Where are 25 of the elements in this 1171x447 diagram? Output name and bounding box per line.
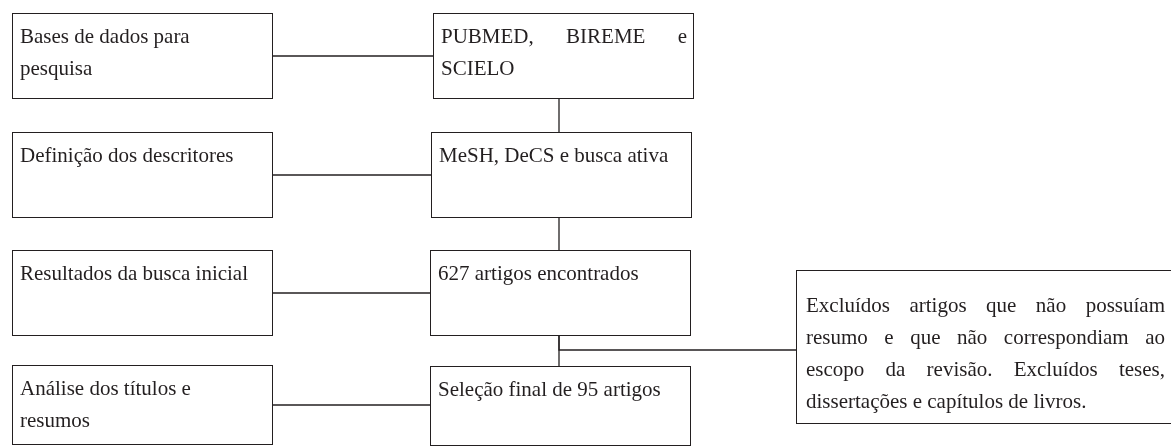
process-box [433,13,694,99]
process-box [430,366,691,446]
box-text: Definição dos descritores [20,142,235,169]
connector-line [558,98,560,133]
process-box [12,365,273,445]
connector-line [272,55,434,57]
process-box [796,270,1171,424]
connector-line [272,174,432,176]
connector-line [272,404,431,406]
box-text: Análise dos títulos e resumos [20,375,192,434]
connector-line [558,217,560,251]
box-text: PUBMED, BIREME e SCIELO [441,23,687,82]
process-box [430,250,691,336]
process-box [12,250,273,336]
connector-line [558,335,797,351]
box-text: 627 artigos encontrados [438,260,640,287]
box-text: Bases de dados para pesquisa [20,23,191,82]
process-box [12,13,273,99]
box-text: Seleção final de 95 artigos [438,376,662,403]
connector-line [272,292,431,294]
box-text: MeSH, DeCS e busca ativa [439,142,670,169]
box-text: Excluídos artigos que não possuíam resumo e que não correspondiam ao escopo da revisão. Excluídos teses, dissertações e capítulos de livros. [806,292,1165,415]
process-box [12,132,273,218]
process-box [431,132,692,218]
box-text: Resultados da busca inicial [20,260,250,287]
